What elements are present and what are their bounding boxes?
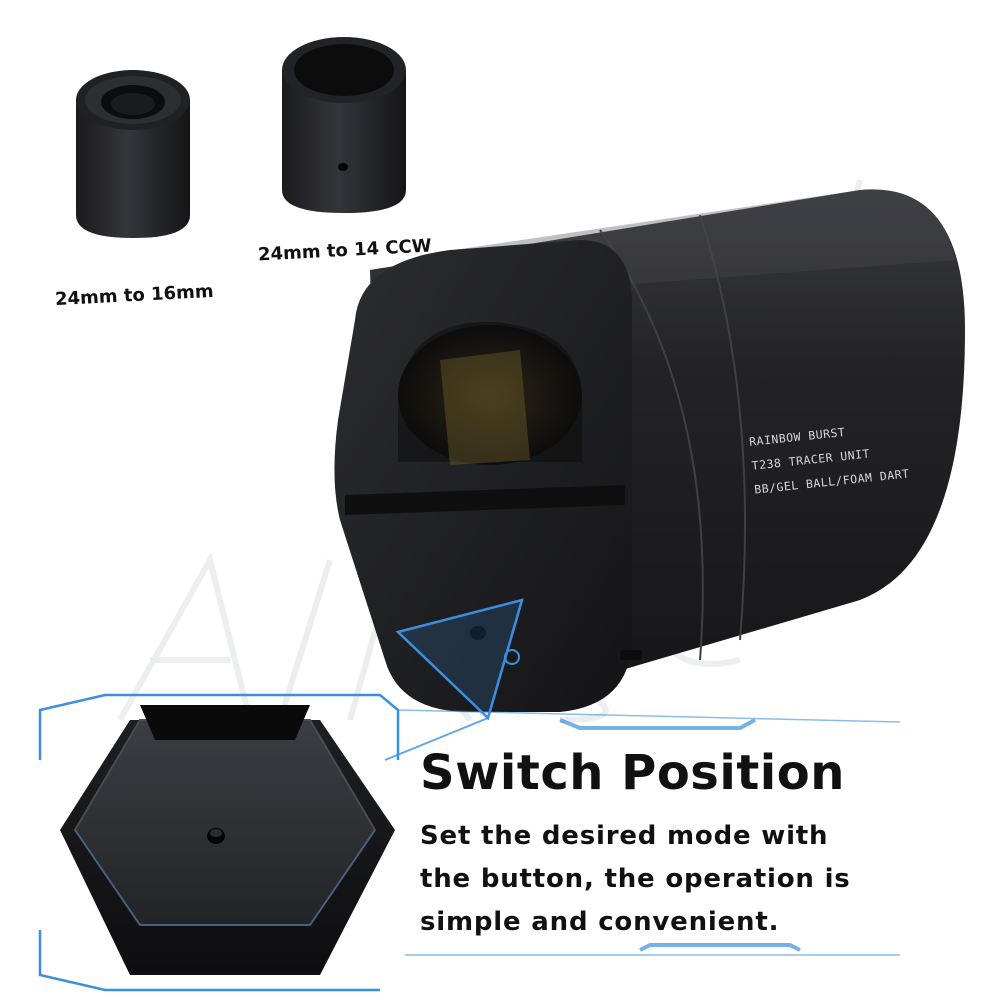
callout-line: the button, the operation is [420,864,851,894]
callout-line: simple and convenient. [420,907,780,937]
callout-title: Switch Position [420,745,845,801]
callout-frame [38,693,901,992]
tracer-unit-image [334,189,965,721]
switch-closeup-image [60,705,395,975]
adapter-14ccw-image [282,37,406,213]
callout-line: Set the desired mode with [420,821,829,851]
adapter-16mm-image [76,70,190,238]
callout-description: Set the desired mode with the button, th… [420,815,900,944]
